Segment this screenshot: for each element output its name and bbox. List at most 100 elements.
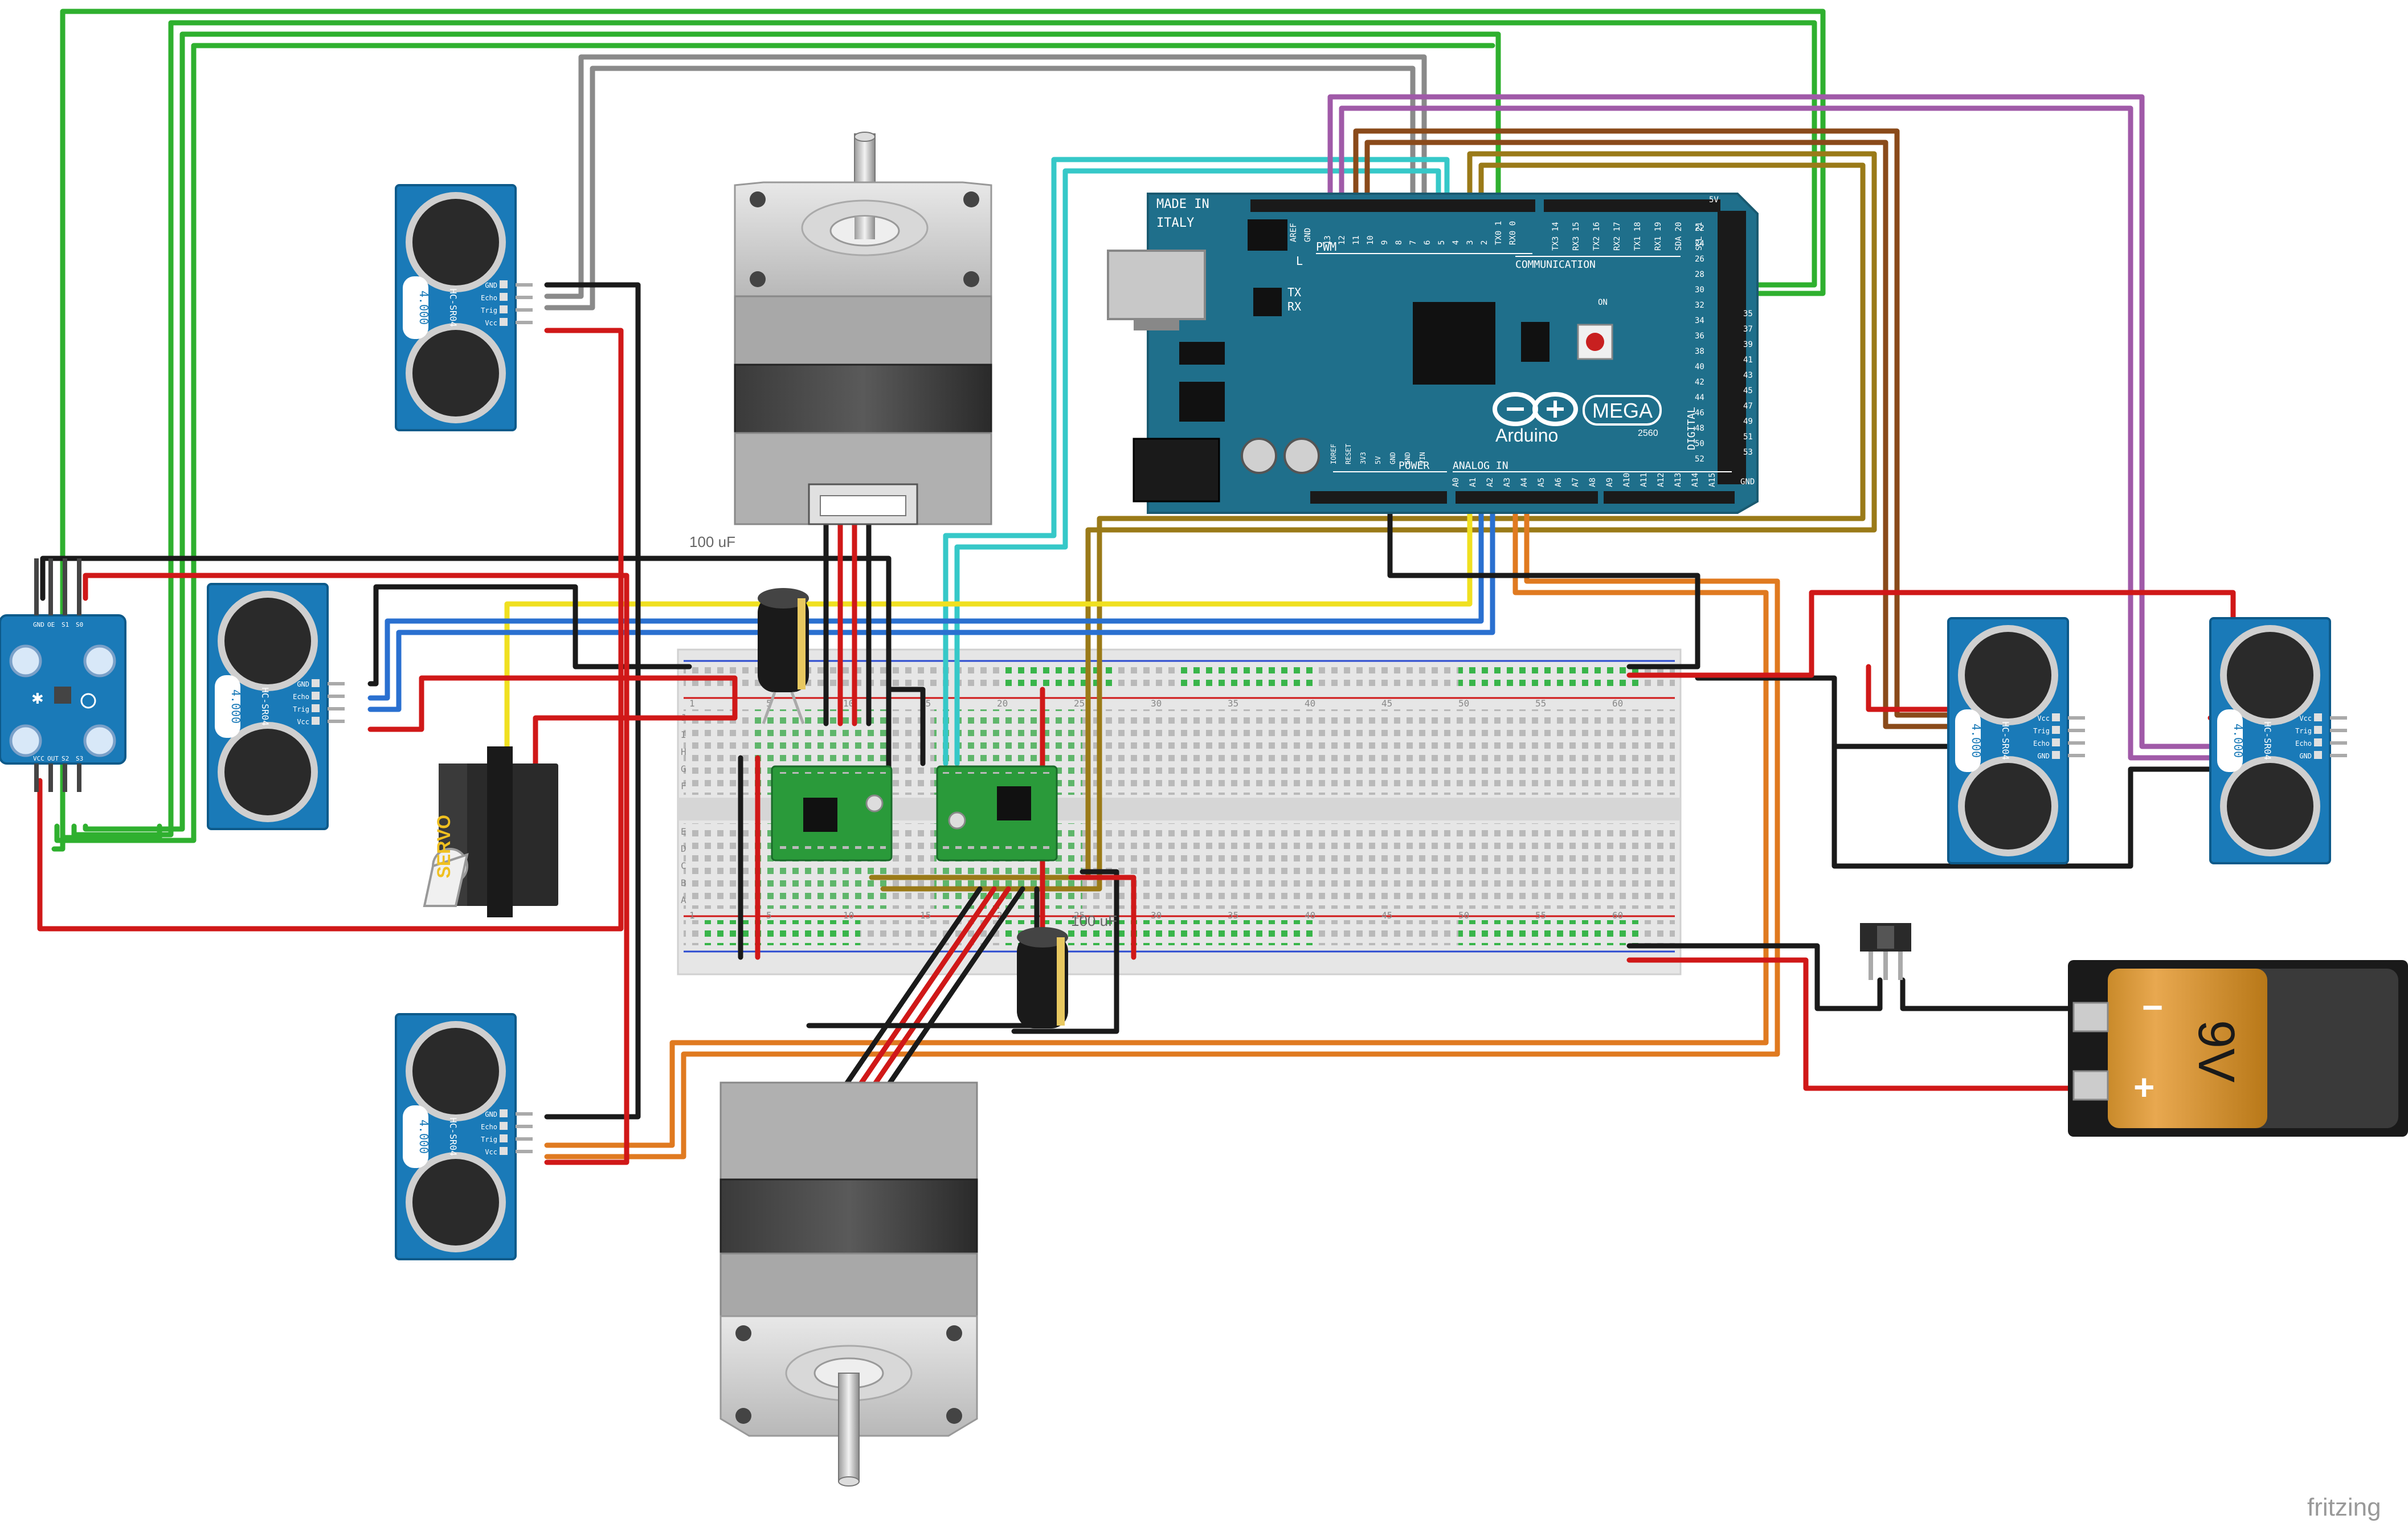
wire-red — [37, 328, 624, 932]
sensor-pin-label: Vcc — [2299, 714, 2312, 722]
sensor-pin-label: GND — [485, 1110, 497, 1118]
arduino-pin-label: 10 — [1366, 235, 1375, 245]
arduino-pin-label: 5V — [1709, 195, 1719, 205]
arduino-pin-label: 36 — [1695, 332, 1704, 341]
arduino-pin-label: GND — [1389, 452, 1397, 464]
arduino-power: POWER — [1399, 460, 1429, 472]
servo-motor: SERVO — [423, 746, 558, 917]
capacitor-top-label: 100 uF — [689, 533, 735, 550]
arduino-tx: TX — [1287, 285, 1301, 299]
arduino-pin-label: 7 — [1409, 240, 1418, 245]
battery-minus: − — [2142, 987, 2163, 1028]
wire-stepper-bottom — [857, 886, 1011, 1108]
sensor-pin-label: Echo — [481, 1123, 497, 1131]
sensor-crystal-label: 4.000 — [417, 291, 431, 325]
wire-brown — [1364, 140, 1951, 729]
arduino-pin-label: A7 — [1571, 477, 1580, 487]
breadboard-col-number: 25 — [1074, 698, 1085, 709]
arduino-pin-label: 5V — [1374, 456, 1382, 464]
arduino-pin-label: RESET — [1344, 444, 1352, 464]
arduino-pin-label: TX2 16 — [1592, 222, 1601, 251]
sensor-pin-label: Echo — [2033, 740, 2050, 748]
wire-stepper-bottom — [872, 886, 1025, 1108]
arduino-pin-label: 34 — [1695, 316, 1704, 325]
breadboard-row-letter: A — [681, 895, 686, 905]
arduino-pin-label: A3 — [1503, 477, 1512, 487]
wire-black — [1695, 675, 1837, 749]
arduino-pin-label: A11 — [1640, 473, 1649, 487]
battery-label: 9V — [2188, 1020, 2245, 1083]
wire-stepper-bottom — [843, 886, 997, 1108]
arduino-pin-label: 42 — [1695, 378, 1704, 387]
wire-stepper-bottom — [829, 886, 983, 1108]
arduino-pin-label: 52 — [1695, 455, 1704, 464]
color-sensor-pin-label: VCC — [33, 755, 44, 762]
arduino-italy: ITALY — [1156, 216, 1194, 230]
servo-label: SERVO — [434, 815, 454, 878]
arduino-pin-label: SDA 20 — [1674, 222, 1683, 251]
breadboard-col-number: 35 — [1228, 910, 1238, 921]
stepper-motor-bottom — [719, 1081, 978, 1487]
arduino-pin-label: 11 — [1352, 235, 1361, 245]
sensor-pin-label: Trig — [481, 307, 497, 315]
arduino-pin-label: 39 — [1743, 340, 1753, 349]
breadboard-col-number: 40 — [1305, 910, 1315, 921]
arduino-pin-label: TX1 18 — [1633, 222, 1642, 251]
breadboard-col-number: 40 — [1305, 698, 1315, 709]
breadboard-col-number: 50 — [1458, 698, 1469, 709]
arduino-pin-label: A1 — [1469, 477, 1478, 487]
arduino-pin-label: A6 — [1554, 477, 1563, 487]
wire-green — [71, 20, 1817, 838]
capacitor-top: 100 uF — [689, 533, 809, 724]
breadboard-row-letter: I — [681, 729, 686, 740]
arduino-pin-label: RX3 15 — [1572, 222, 1581, 251]
battery-9v: − + 9V — [2068, 960, 2408, 1137]
slide-switch — [1860, 923, 1911, 980]
arduino-pin-label: 35 — [1743, 309, 1753, 319]
arduino-pin-label: 5 — [1437, 240, 1446, 245]
arduino-pin-label: 40 — [1695, 362, 1704, 371]
arduino-pin-label: A0 — [1452, 477, 1461, 487]
arduino-digital: DIGITAL — [1686, 407, 1698, 450]
wire-black — [1831, 744, 2213, 869]
breadboard-col-number: 50 — [1458, 910, 1469, 921]
wire-gray — [544, 66, 1416, 311]
color-sensor-pin-label: OE — [47, 621, 55, 628]
breadboard-col-number: 30 — [1151, 910, 1162, 921]
arduino-rx: RX — [1287, 300, 1301, 313]
arduino-pin-label: 3 — [1466, 240, 1475, 245]
arduino-pin-label: 13 — [1323, 235, 1332, 245]
wires — [37, 9, 2236, 1165]
wire-purple — [1327, 94, 2213, 749]
sensor-pin-label: GND — [2037, 752, 2050, 760]
arduino-pin-label: A9 — [1605, 477, 1614, 487]
arduino-logo — [1493, 392, 1578, 426]
breadboard-row-letter: B — [681, 877, 686, 888]
arduino-pin-label: 24 — [1695, 239, 1704, 248]
arduino-pin-label: GND — [1404, 452, 1412, 464]
arduino-pin-label: VIN — [1418, 452, 1426, 464]
breadboard-col-number: 55 — [1535, 698, 1546, 709]
arduino-model: MEGA — [1592, 399, 1653, 422]
sensor-crystal — [1955, 709, 1981, 772]
wire-purple — [1339, 105, 2213, 761]
arduino-pin-label: 2 — [1480, 240, 1489, 245]
arduino-pin-label: 48 — [1695, 424, 1704, 433]
wire-black — [1011, 869, 1119, 1034]
arduino-pin-label: A5 — [1537, 477, 1546, 487]
wire-black — [1387, 481, 1700, 669]
sensor-pin-label: GND — [485, 281, 497, 289]
wire-black — [544, 282, 641, 675]
color-sensor-pin-label: S2 — [62, 755, 69, 762]
arduino-pin-label: 26 — [1695, 255, 1704, 264]
sensor-pin-label: Vcc — [485, 1148, 497, 1156]
arduino-pin-label: 41 — [1743, 356, 1753, 365]
arduino-pin-label: RX1 19 — [1654, 222, 1663, 251]
breadboard-col-number: 35 — [1228, 698, 1238, 709]
breadboard-col-number: 10 — [843, 910, 854, 921]
breadboard-col-number: 5 — [766, 910, 772, 921]
arduino-mega: MADE IN ITALY PWM L TX RX ON AREF GND CO… — [1107, 193, 1759, 514]
arduino-pin-label: 30 — [1695, 285, 1704, 295]
